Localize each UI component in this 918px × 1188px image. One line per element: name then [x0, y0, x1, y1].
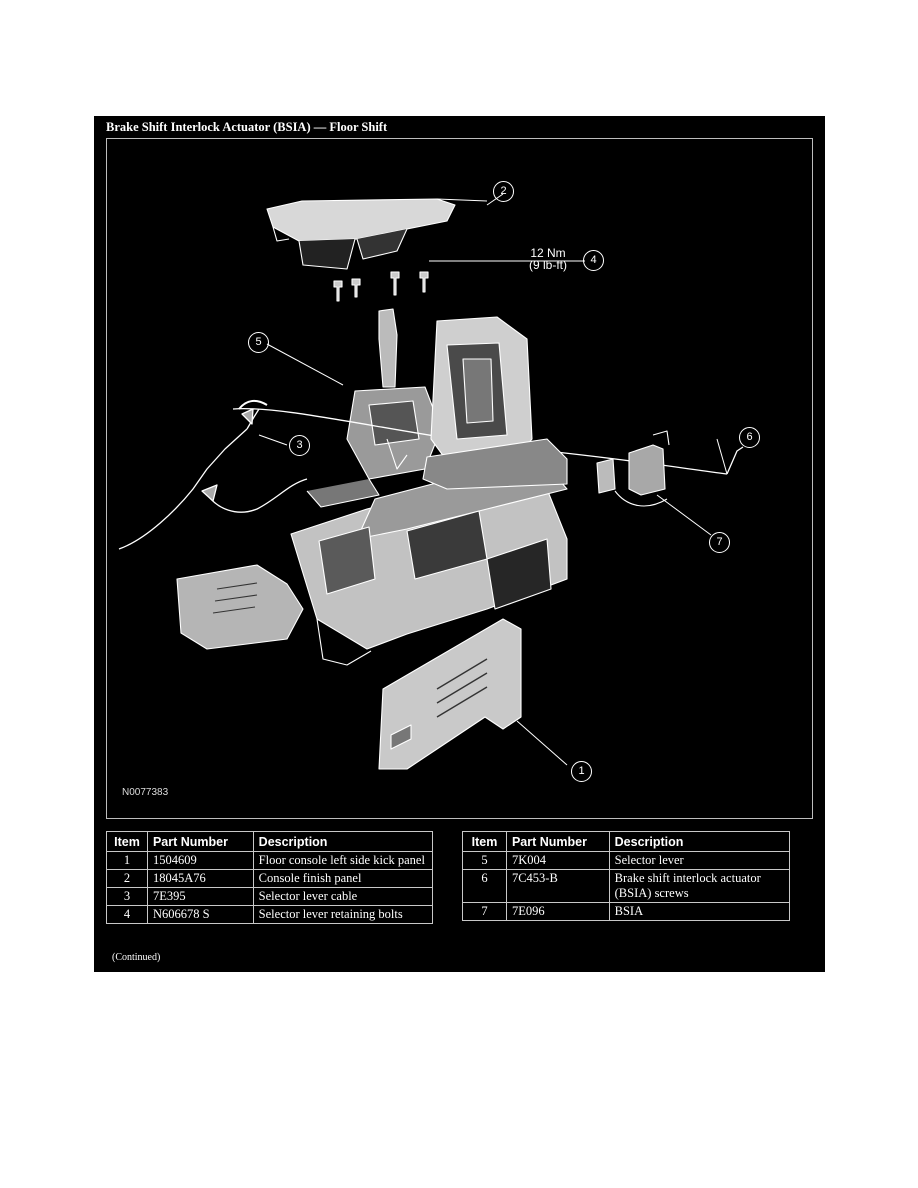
console-body-drawing — [290, 438, 568, 666]
exploded-diagram: 12 Nm (9 lb-ft) 1 2 3 4 5 6 7 N0077383 — [106, 138, 813, 819]
callout-5: 5 — [248, 332, 269, 353]
left-side-panel-drawing — [176, 564, 304, 650]
kick-panel-drawing — [378, 618, 522, 770]
column-header-description: Description — [252, 831, 434, 852]
console-armrest-drawing — [430, 316, 533, 462]
cell-part-number: 18045A76 — [146, 869, 254, 888]
table-row: 3 7E395 Selector lever cable — [106, 887, 434, 906]
cell-description: Brake shift interlock actuator (BSIA) sc… — [608, 869, 791, 903]
cell-item: 7 — [462, 902, 507, 921]
cell-part-number: 7C453-B — [505, 869, 610, 903]
table-row: 6 7C453-B Brake shift interlock actuator… — [462, 869, 791, 903]
parts-table-left: Item Part Number Description 1 1504609 F… — [106, 831, 434, 924]
figure-panel: Brake Shift Interlock Actuator (BSIA) — … — [94, 116, 825, 972]
retaining-bolts-drawing — [333, 271, 429, 302]
column-header-item: Item — [462, 831, 507, 852]
cell-description: Selector lever — [608, 851, 791, 870]
column-header-description: Description — [608, 831, 791, 852]
cell-description: BSIA — [608, 902, 791, 921]
column-header-part-number: Part Number — [505, 831, 610, 852]
torque-nm: 12 Nm — [530, 246, 566, 260]
selector-cable-drawing — [118, 399, 308, 550]
table-row: 7 7E096 BSIA — [462, 902, 791, 921]
column-header-item: Item — [106, 831, 148, 852]
torque-lbft: (9 lb-ft) — [529, 258, 568, 272]
cell-item: 3 — [106, 887, 148, 906]
table-row: 1 1504609 Floor console left side kick p… — [106, 851, 434, 870]
table-row: 5 7K004 Selector lever — [462, 851, 791, 870]
cell-part-number: 1504609 — [146, 851, 254, 870]
continued-note: (Continued) — [112, 952, 161, 963]
cell-item: 1 — [106, 851, 148, 870]
cell-item: 5 — [462, 851, 507, 870]
callout-4: 4 — [583, 250, 604, 271]
cell-part-number: N606678 S — [146, 905, 254, 924]
cell-part-number: 7E395 — [146, 887, 254, 906]
diagram-illustration — [118, 193, 744, 770]
cell-item: 2 — [106, 869, 148, 888]
callout-2: 2 — [493, 181, 514, 202]
table-header-row: Item Part Number Description — [106, 831, 434, 852]
callout-3: 3 — [289, 435, 310, 456]
callout-7: 7 — [709, 532, 730, 553]
callout-6: 6 — [739, 427, 760, 448]
leader-lines — [258, 193, 728, 766]
cell-item: 6 — [462, 869, 507, 903]
bsia-actuator-drawing — [596, 430, 670, 507]
cell-part-number: 7K004 — [505, 851, 610, 870]
cell-description: Selector lever cable — [252, 887, 434, 906]
cell-description: Console finish panel — [252, 869, 434, 888]
callout-1: 1 — [571, 761, 592, 782]
table-row: 2 18045A76 Console finish panel — [106, 869, 434, 888]
cell-part-number: 7E096 — [505, 902, 610, 921]
figure-id: N0077383 — [122, 787, 169, 798]
column-header-part-number: Part Number — [146, 831, 254, 852]
console-finish-panel-drawing — [266, 198, 488, 270]
cell-description: Selector lever retaining bolts — [252, 905, 434, 924]
table-row: 4 N606678 S Selector lever retaining bol… — [106, 905, 434, 924]
cell-description: Floor console left side kick panel — [252, 851, 434, 870]
parts-table-right: Item Part Number Description 5 7K004 Sel… — [462, 831, 791, 921]
figure-title: Brake Shift Interlock Actuator (BSIA) — … — [106, 120, 388, 134]
table-header-row: Item Part Number Description — [462, 831, 791, 852]
cell-item: 4 — [106, 905, 148, 924]
torque-spec: 12 Nm (9 lb-ft) — [529, 247, 567, 271]
selector-lever-drawing — [306, 308, 442, 508]
